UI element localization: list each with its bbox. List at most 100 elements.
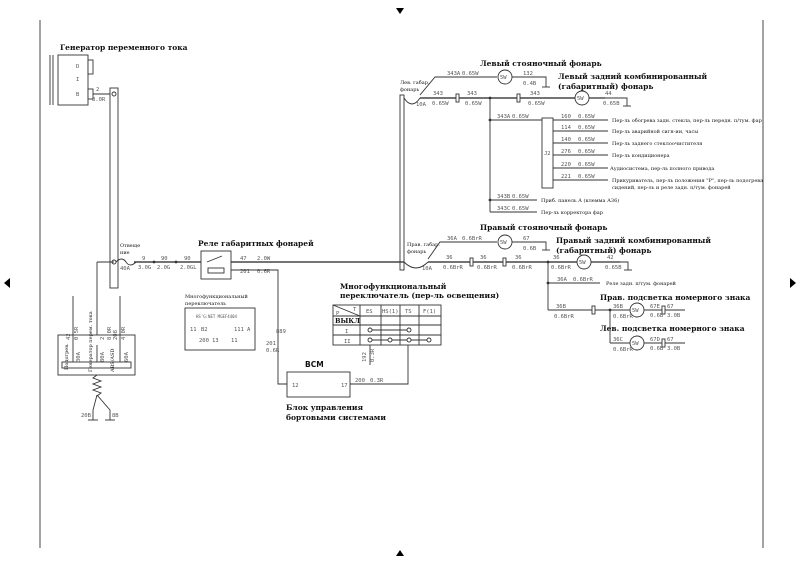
diagram-label: 0.65W xyxy=(578,162,595,168)
bcm-unit: BCM 12 17 Блок управления бортовыми сист… xyxy=(286,360,386,422)
wire-segment xyxy=(589,97,628,106)
wire-segment xyxy=(403,97,421,105)
wire-segment xyxy=(399,94,405,271)
diagram-label: 8.0R xyxy=(92,97,106,103)
diagram-label: Пер-ль заднего стеклоочистителя xyxy=(612,141,702,147)
diagram-label: фонарь xyxy=(407,248,426,255)
diagram-label: 17 xyxy=(341,383,348,389)
diagram-label: Правый стояночный фонарь xyxy=(480,223,607,232)
diagram-label: TS xyxy=(405,309,412,315)
diagram-label: 0.65W xyxy=(578,114,595,120)
diagram-label: 343B xyxy=(497,194,511,200)
bulb-icon: 5W xyxy=(500,240,507,246)
diagram-label: ВЫКЛ xyxy=(335,317,360,325)
diagram-label: 200 xyxy=(199,338,209,344)
diagram-label: 0.65W xyxy=(432,101,449,107)
diagram-label: ABS/ASD xyxy=(110,349,116,373)
diagram-label: Генератор перем. тока xyxy=(88,311,94,372)
diagram-label: 0.65W xyxy=(578,174,595,180)
diagram-label: 0.65W xyxy=(512,206,529,212)
diagram-label: 36 xyxy=(553,255,560,261)
diagram-label: 2 xyxy=(100,337,106,340)
right-tail-circuit: Прав. габар. фонарь 10A 360.6BrR 360.6Br… xyxy=(403,223,750,353)
diagram-label: 0.65W xyxy=(528,101,545,107)
wire-segment xyxy=(91,374,103,397)
diagram-label: T xyxy=(353,307,357,313)
diagram-label: 220 xyxy=(561,162,571,168)
diagram-label: 0.65W xyxy=(578,149,595,155)
diagram-label: 36C xyxy=(613,337,623,343)
diagram-label: 201 xyxy=(240,269,250,275)
diagram-label: 0.6BrR xyxy=(551,265,572,271)
diagram-label: HS'G:NET MGEF4404 xyxy=(196,314,238,319)
diagram-label: Многофункциональный xyxy=(340,282,447,291)
multifunction-switch-connector: Многофункциональный переключатель HS'G:N… xyxy=(184,293,256,351)
frame xyxy=(4,8,796,556)
diagram-label: 36 xyxy=(480,255,487,261)
wire-segment xyxy=(111,91,117,97)
wire-segment xyxy=(57,54,89,106)
wire-segment xyxy=(174,260,178,264)
diagram-label: Аудиосистема, пер-ль полного привода xyxy=(610,166,714,172)
diagram-label: 2.0G xyxy=(157,265,170,271)
diagram-label: Подогрев. xyxy=(64,343,70,370)
diagram-label: 343 xyxy=(433,91,443,97)
diagram-label: 10A xyxy=(422,266,433,272)
diagram-label: 160 xyxy=(561,114,571,120)
diagram-label: 0.65W xyxy=(465,101,482,107)
diagram-label: 40A xyxy=(120,266,131,272)
diagram-label: 0.5R xyxy=(74,326,80,340)
wire-segment xyxy=(200,250,232,280)
diagram-label: (габаритный) фонарь xyxy=(558,82,654,91)
diagram-label: Приб. панель А (клемма А36) xyxy=(541,197,619,204)
diagram-label: 0.65W xyxy=(512,194,529,200)
diagram-label: 140 xyxy=(561,137,571,143)
diagram-label: 36A xyxy=(557,277,568,283)
diagram-label: 192 xyxy=(362,352,368,362)
bulb-icon: 5W xyxy=(500,75,507,81)
wire-segment xyxy=(61,361,132,369)
diagram-label: 9 xyxy=(142,256,145,262)
wire-segment xyxy=(403,261,429,269)
bulb-icon: 5W xyxy=(632,341,639,347)
diagram-label: 47 xyxy=(240,256,247,262)
diagram-label: 67E xyxy=(650,304,660,310)
diagram-label: 67D xyxy=(650,337,660,343)
wire-segment xyxy=(92,394,98,420)
diagram-label: Лев. подсветка номерного знака xyxy=(600,324,745,333)
diagram-label: сидений, пер-ль и реле задн. п/тум. фона… xyxy=(612,184,731,191)
diagram-label: 0.65W xyxy=(578,125,595,131)
wire-segment xyxy=(231,269,290,385)
diagram-label: P xyxy=(336,311,340,317)
diagram-label: 343 xyxy=(530,91,540,97)
diagram-label: 8B xyxy=(112,413,119,419)
diagram-label: 0.65B xyxy=(605,265,622,271)
diagram-label: 8.0R xyxy=(107,326,113,340)
diagram-label: 30A xyxy=(76,351,82,362)
diagram-label: 0.6BrR xyxy=(443,265,464,271)
diagram-label: 13 xyxy=(212,338,219,344)
diagram-label: Левый стояночный фонарь xyxy=(480,59,602,68)
bulb-icon: 5W xyxy=(577,96,584,102)
wire-segment xyxy=(406,337,412,343)
diagram-label: Блок управления xyxy=(286,403,363,412)
diagram-label: 90 xyxy=(184,256,191,262)
diagram-label: Правый задний комбинированный xyxy=(556,236,711,245)
diagram-label: 3.0B xyxy=(667,313,681,319)
diagram-label: 2 xyxy=(96,87,99,93)
light-switch-table: Многофункциональный переключатель (пер-л… xyxy=(332,282,499,365)
right-marker-icon xyxy=(790,278,796,288)
wire-segment xyxy=(367,337,373,343)
diagram-label: 132 xyxy=(523,71,533,77)
diagram-label: Пер-ль аварийной сигн-ии, часы xyxy=(612,129,698,135)
diagram-label: 0.65W xyxy=(462,71,479,77)
wire-segment xyxy=(512,241,547,250)
generator: Генератор переменного тока D I B 2 8.0R xyxy=(49,43,188,106)
bulb-icon: 5W xyxy=(632,308,639,314)
left-marker-icon xyxy=(4,278,10,288)
wire-segment xyxy=(286,371,351,398)
diagram-label: 20B xyxy=(81,413,92,419)
diagram-label: Многофункциональный xyxy=(185,293,248,300)
diagram-label: 2.0GL xyxy=(180,265,197,271)
diagram-label: 67 xyxy=(667,337,674,343)
